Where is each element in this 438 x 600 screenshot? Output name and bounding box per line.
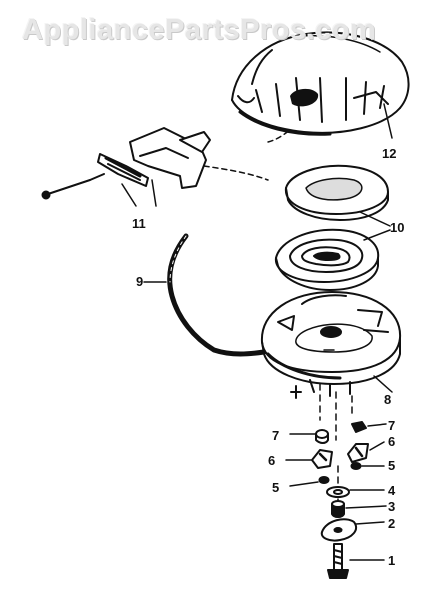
- leaders-left: [285, 433, 319, 487]
- assembly-line: [267, 129, 291, 143]
- callout-9: 9: [136, 274, 143, 289]
- washer: [326, 486, 350, 498]
- callout-12: 12: [382, 146, 396, 161]
- leader-3: [345, 505, 387, 509]
- spacer: [331, 500, 345, 518]
- centerlines: [319, 383, 353, 441]
- retainer: [320, 518, 358, 542]
- rope-pulley: [260, 291, 402, 397]
- starter-handle: [97, 127, 211, 189]
- callout-2: 2: [388, 516, 395, 531]
- right-small-parts: [347, 421, 369, 470]
- callout-3: 3: [388, 499, 395, 514]
- leader-2: [355, 521, 385, 525]
- callout-5-right: 5: [388, 458, 395, 473]
- callout-1: 1: [388, 553, 395, 568]
- rope-path: [203, 165, 269, 181]
- callout-5-left: 5: [272, 480, 279, 495]
- callout-11: 11: [132, 216, 146, 231]
- callout-6-left: 6: [268, 453, 275, 468]
- callout-7-right: 7: [388, 418, 395, 433]
- screw: [327, 543, 349, 579]
- leader-11: [121, 179, 157, 207]
- rewind-spring: [274, 228, 380, 291]
- callout-10: 10: [390, 220, 404, 235]
- arrow-mark: [290, 385, 302, 399]
- watermark: AppliancePartsPros.com: [22, 14, 377, 46]
- callout-6-right: 6: [388, 434, 395, 449]
- starter-housing: [231, 31, 410, 136]
- leader-10: [359, 211, 391, 241]
- leaders-right: [361, 423, 387, 467]
- leader-12: [383, 103, 393, 139]
- handle-screw: [41, 173, 105, 200]
- callout-7-left: 7: [272, 428, 279, 443]
- starter-rope: [167, 233, 267, 357]
- left-small-parts: [311, 429, 333, 484]
- spring-cup: [284, 164, 389, 221]
- callout-4: 4: [388, 483, 396, 498]
- leader-8: [373, 375, 393, 393]
- callout-8: 8: [384, 392, 391, 407]
